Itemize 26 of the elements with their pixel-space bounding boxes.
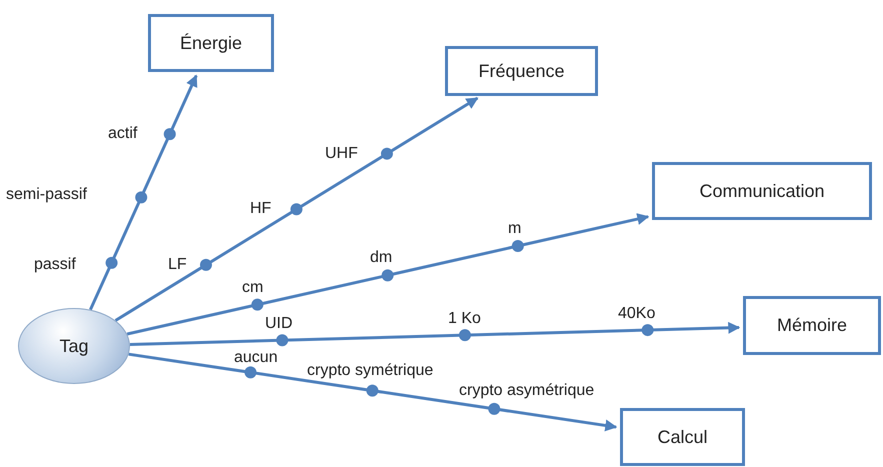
arrow bbox=[114, 96, 478, 322]
category-box: Mémoire bbox=[743, 296, 881, 355]
arrow bbox=[89, 74, 198, 310]
axis-value-label: aucun bbox=[234, 350, 278, 366]
category-box: Énergie bbox=[148, 14, 274, 72]
arrow bbox=[130, 322, 740, 346]
axis-value-label: dm bbox=[370, 250, 392, 266]
sphere-node: Tag bbox=[18, 308, 130, 384]
axis-value-label: crypto symétrique bbox=[307, 363, 434, 379]
category-box: Communication bbox=[652, 162, 872, 220]
arrow bbox=[128, 352, 618, 432]
axis-value-label: actif bbox=[108, 126, 138, 142]
axis-value-label: crypto asymétrique bbox=[459, 383, 594, 399]
axis-value-label: semi-passif bbox=[6, 187, 87, 203]
axis-value-label: HF bbox=[250, 201, 272, 217]
axis-value-label: passif bbox=[34, 257, 76, 273]
arrow bbox=[126, 213, 650, 336]
axis-value-label: UHF bbox=[325, 146, 358, 162]
category-box: Fréquence bbox=[445, 46, 598, 96]
axis-value-label: cm bbox=[242, 280, 264, 296]
axis-value-label: LF bbox=[168, 257, 187, 273]
axis-value-label: UID bbox=[265, 316, 293, 332]
category-box: Calcul bbox=[620, 408, 745, 466]
axis-value-label: 1 Ko bbox=[448, 311, 481, 327]
axis-value-label: 40Ko bbox=[618, 306, 656, 322]
axis-value-label: m bbox=[508, 221, 522, 237]
